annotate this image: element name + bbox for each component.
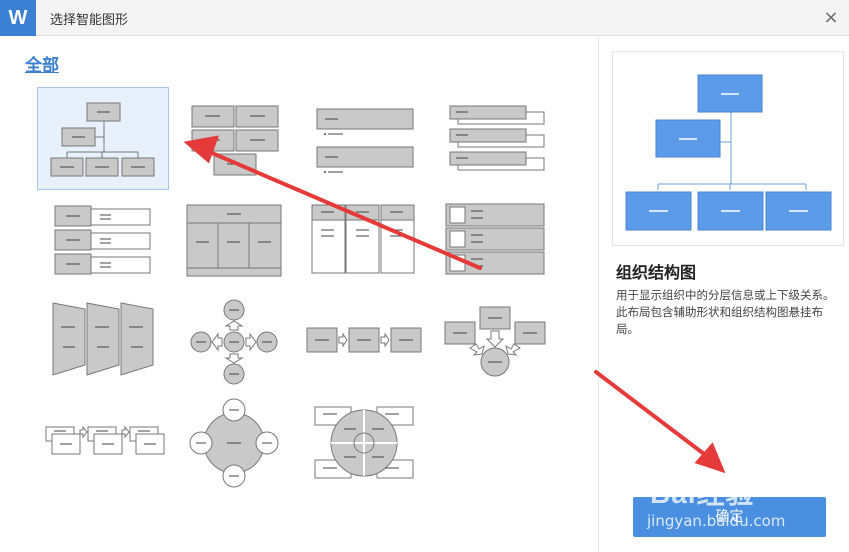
- thumb-radial-arrows[interactable]: [185, 295, 285, 387]
- thumb-picture-list[interactable]: [440, 202, 550, 282]
- pane-divider: [598, 37, 599, 552]
- title-bar: W 选择智能图形 ×: [0, 0, 849, 36]
- thumb-process-flow[interactable]: [305, 317, 425, 367]
- thumb-org-chart[interactable]: [37, 87, 169, 190]
- category-all-link[interactable]: 全部: [25, 56, 59, 76]
- thumb-block-list[interactable]: [180, 102, 290, 182]
- preview-image: [612, 51, 844, 246]
- thumb-step-process[interactable]: [40, 417, 165, 467]
- ok-button[interactable]: 确定: [633, 497, 826, 537]
- thumb-labeled-list[interactable]: [45, 202, 160, 282]
- thumb-converging-arrows[interactable]: [440, 302, 550, 387]
- thumb-column-list[interactable]: [310, 202, 420, 282]
- thumb-radial-cycle[interactable]: [185, 397, 285, 492]
- thumb-stacked-list[interactable]: [440, 102, 550, 182]
- thumb-funnel-panels[interactable]: [45, 295, 160, 385]
- preview-description: 用于显示组织中的分层信息或上下级关系。此布局包含辅助形状和组织结构图悬挂布局。: [616, 288, 835, 336]
- close-button[interactable]: ×: [823, 7, 839, 28]
- wps-logo-icon: W: [0, 0, 36, 36]
- gallery-pane: 全部: [0, 37, 598, 552]
- thumb-horizontal-list[interactable]: [310, 102, 420, 182]
- thumb-matrix-cycle[interactable]: [310, 402, 420, 487]
- thumb-table-hierarchy[interactable]: [180, 202, 290, 282]
- dialog-title: 选择智能图形: [50, 13, 129, 28]
- preview-title: 组织结构图: [616, 263, 697, 282]
- preview-pane: 组织结构图 用于显示组织中的分层信息或上下级关系。此布局包含辅助形状和组织结构图…: [600, 37, 849, 552]
